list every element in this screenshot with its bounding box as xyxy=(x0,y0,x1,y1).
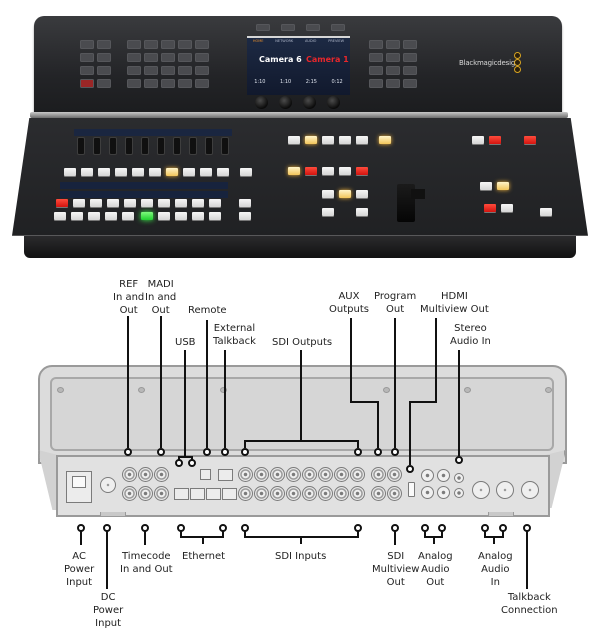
program-camera-label: Camera 1 xyxy=(306,55,349,64)
knob xyxy=(279,96,292,109)
preview-camera-label: Camera 6 xyxy=(259,55,302,64)
callout-marker xyxy=(221,448,229,456)
dc-power-connector xyxy=(100,477,116,493)
callout-marker xyxy=(203,448,211,456)
lcd-tab: HOME xyxy=(252,39,264,43)
callout-marker xyxy=(455,456,463,464)
callout-sdi-outputs: SDI Outputs xyxy=(272,337,333,348)
panel-edge xyxy=(30,112,568,118)
screw xyxy=(464,387,471,393)
ethernet-port xyxy=(190,488,205,500)
callout-marker xyxy=(175,459,183,467)
callout-marker xyxy=(188,459,196,467)
soft-button-2 xyxy=(281,24,295,31)
rca-jack xyxy=(454,488,464,498)
ethernet-port xyxy=(206,488,221,500)
chassis-outline xyxy=(38,365,567,464)
callout-marker xyxy=(354,448,362,456)
callout-marker xyxy=(391,448,399,456)
screw xyxy=(545,387,552,393)
xlr-connector xyxy=(472,481,490,499)
hdmi-port xyxy=(408,482,415,497)
foot xyxy=(488,512,514,517)
t-bar xyxy=(397,184,415,222)
soft-button-4 xyxy=(331,24,345,31)
xlr-connector xyxy=(496,481,514,499)
rca-jack xyxy=(454,473,464,483)
trs-jack xyxy=(421,486,434,499)
screw xyxy=(220,387,227,393)
callout-usb: USB xyxy=(175,337,196,348)
trs-jack xyxy=(437,486,450,499)
ethernet-port xyxy=(222,488,237,500)
lcd-value: 2:15 xyxy=(305,79,317,85)
callout-remote: Remote xyxy=(188,305,227,316)
brand-logo-text: Blackmagicdesign xyxy=(459,59,520,67)
callout-ethernet: Ethernet xyxy=(182,551,226,562)
label-strip xyxy=(60,191,228,198)
screw xyxy=(57,387,64,393)
lcd-tab: NETWORK xyxy=(275,39,294,43)
connector-panel xyxy=(56,455,550,517)
remote-port xyxy=(200,469,211,480)
callout-marker xyxy=(124,448,132,456)
callout-marker xyxy=(374,448,382,456)
brand-logo-icon xyxy=(514,52,521,73)
knob xyxy=(327,96,340,109)
xlr-connector xyxy=(521,481,539,499)
lcd-screen: HOME NETWORK AUDIO PREVIEW Camera 6 Came… xyxy=(247,36,350,95)
soft-button-1 xyxy=(256,24,270,31)
soft-button-3 xyxy=(306,24,320,31)
foot xyxy=(100,512,126,517)
t-bar-handle xyxy=(411,189,425,199)
lcd-tab: PREVIEW xyxy=(328,39,345,43)
knob xyxy=(255,96,268,109)
callout-marker xyxy=(157,448,165,456)
knob xyxy=(303,96,316,109)
lcd-value: 1:10 xyxy=(254,79,266,85)
callout-sdi-inputs: SDI Inputs xyxy=(275,551,327,562)
trs-jack xyxy=(421,469,434,482)
talkback-port xyxy=(218,469,233,481)
ethernet-port xyxy=(174,488,189,500)
lcd-tabs: HOME NETWORK AUDIO PREVIEW xyxy=(247,39,350,43)
callout-marker xyxy=(406,465,414,473)
lcd-value: 1:10 xyxy=(280,79,292,85)
screw xyxy=(383,387,390,393)
ac-power-connector xyxy=(66,471,92,503)
lcd-values: 1:10 1:10 2:15 0:12 xyxy=(247,79,350,85)
label-strip xyxy=(60,182,228,189)
callout-marker xyxy=(241,448,249,456)
trs-jack xyxy=(437,469,450,482)
lcd-value: 0:12 xyxy=(331,79,343,85)
lcd-tab: AUDIO xyxy=(305,39,317,43)
screw xyxy=(138,387,145,393)
